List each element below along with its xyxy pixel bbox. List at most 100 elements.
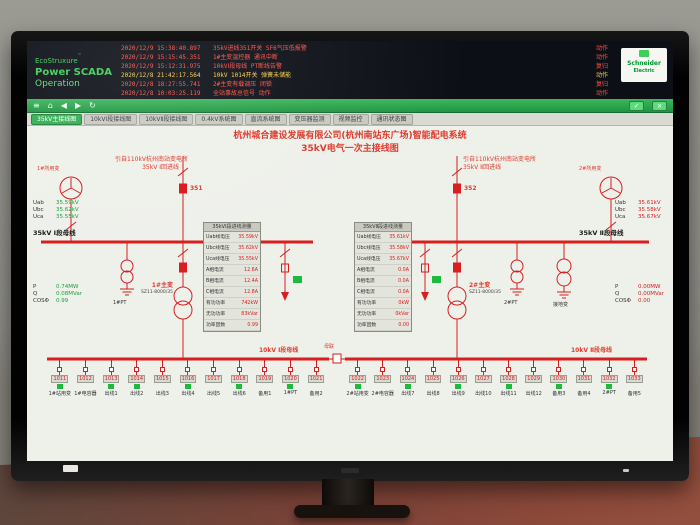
feeder-name: 出线3 <box>155 391 169 397</box>
feeder-breaker-icon[interactable] <box>405 367 411 372</box>
page-tab[interactable]: 直流系统图 <box>244 113 287 125</box>
alarm-status: 复归 <box>595 81 608 88</box>
feeder-id: 1013 <box>102 375 120 383</box>
feeder[interactable]: 1032 2#PT <box>597 359 621 397</box>
feeder[interactable]: 1016 出线4 <box>176 359 200 397</box>
feeder-breaker-icon[interactable] <box>430 367 436 372</box>
feeder-breaker-icon[interactable] <box>236 367 242 372</box>
main-transformer-left-icon[interactable] <box>173 242 193 359</box>
feeder[interactable]: 1017 出线5 <box>202 359 226 397</box>
alarm-row[interactable]: 2020/12/9 15:12:31.975 10kVⅠ段母线 PT断线告警 复… <box>121 63 613 71</box>
page-tab[interactable]: 视频监控 <box>332 113 369 125</box>
feeder-breaker-icon[interactable] <box>380 367 386 372</box>
pt-left-icon[interactable] <box>120 242 134 296</box>
feeder-id: 1015 <box>153 375 171 383</box>
feeder[interactable]: 1011 1#站用变 <box>48 359 72 397</box>
feeder-breaker-icon[interactable] <box>108 367 114 372</box>
station-transformer-left-icon[interactable] <box>59 176 83 242</box>
spare-feeder-right-icon[interactable] <box>419 242 431 301</box>
feeder-breaker-icon[interactable] <box>159 367 165 372</box>
pt-right-icon[interactable] <box>510 242 524 296</box>
feeder[interactable]: 1028 出线11 <box>497 359 521 397</box>
alarm-row[interactable]: 2020/12/8 10:03:25.119 全站事故总信号 动作 动作 <box>121 90 613 98</box>
mute-alarm-button[interactable]: × <box>652 100 667 111</box>
feeder-breaker-icon[interactable] <box>455 367 461 372</box>
feeder-breaker-icon[interactable] <box>606 367 612 372</box>
feeder[interactable]: 1033 备用5 <box>622 359 646 397</box>
bus35-left-label: 35kV Ⅰ段母线 <box>33 229 76 237</box>
breaker-tx1-icon[interactable] <box>179 262 187 273</box>
feeder[interactable]: 1015 出线3 <box>150 359 174 397</box>
feeder-breaker-icon[interactable] <box>82 367 88 372</box>
breaker-352-icon[interactable] <box>453 183 461 194</box>
alarm-row[interactable]: 2020/12/8 18:27:55.741 2#主变有载调压 闭锁 复归 <box>121 81 613 89</box>
alarm-row[interactable]: 2020/12/9 15:38:40.897 35kV进线351开关 SF6气压… <box>121 45 613 53</box>
feeder[interactable]: 1025 出线8 <box>421 359 445 397</box>
feeder-breaker-icon[interactable] <box>134 367 140 372</box>
feeder-line <box>357 372 359 375</box>
feeder-breaker-icon[interactable] <box>631 367 637 372</box>
feeder[interactable]: 1029 出线12 <box>522 359 546 397</box>
page-tab[interactable]: 10kVⅠ段接线图 <box>84 113 138 125</box>
feeder-breaker-icon[interactable] <box>355 367 361 372</box>
feeder-breaker-icon[interactable] <box>581 367 587 372</box>
feeder-breaker-icon[interactable] <box>185 367 191 372</box>
menu-icon[interactable]: ≡ <box>33 101 40 110</box>
feeder-line <box>110 359 112 367</box>
page-tab[interactable]: 变压器监测 <box>288 113 331 125</box>
feeder[interactable]: 1021 备用2 <box>304 359 328 397</box>
main-transformer-right-icon[interactable] <box>447 242 467 359</box>
page-tab[interactable]: 10kVⅡ段接线图 <box>139 113 194 125</box>
feeder[interactable]: 1024 出线7 <box>396 359 420 397</box>
feeder[interactable]: 1031 备用4 <box>572 359 596 397</box>
alarm-status: 动作 <box>595 72 608 79</box>
feeder-line <box>407 359 409 367</box>
feeder-line <box>633 372 635 375</box>
feeder-breaker-icon[interactable] <box>480 367 486 372</box>
feeder-breaker-icon[interactable] <box>313 367 319 372</box>
page-tab[interactable]: 通讯状态图 <box>370 113 413 125</box>
feeder-id: 1025 <box>424 375 442 383</box>
ack-alarm-button[interactable]: ✓ <box>629 100 644 111</box>
alarm-status: 动作 <box>595 54 608 61</box>
breaker-351-icon[interactable] <box>179 183 187 194</box>
feeder[interactable]: 1019 备用1 <box>253 359 277 397</box>
feeder[interactable]: 1027 出线10 <box>471 359 495 397</box>
back-icon[interactable]: ◀ <box>60 101 67 110</box>
feeder[interactable]: 1018 出线6 <box>227 359 251 397</box>
incoming-line-right <box>451 156 463 242</box>
forward-icon[interactable]: ▶ <box>74 101 82 110</box>
feeder-name: 备用3 <box>552 391 566 397</box>
feeder-line <box>136 372 138 375</box>
feeder[interactable]: 1013 出线1 <box>99 359 123 397</box>
feeder-breaker-icon[interactable] <box>556 367 562 372</box>
breaker-tx2-icon[interactable] <box>453 262 461 273</box>
feeder-breaker-icon[interactable] <box>287 367 293 372</box>
feeder[interactable]: 1014 出线2 <box>125 359 149 397</box>
feeder-name: 备用2 <box>309 391 323 397</box>
feeder-indicator <box>581 384 587 389</box>
feeder[interactable]: 1030 备用3 <box>547 359 571 397</box>
refresh-icon[interactable]: ↻ <box>89 101 96 110</box>
feeder[interactable]: 1026 出线9 <box>446 359 470 397</box>
feeder-breaker-icon[interactable] <box>506 367 512 372</box>
page-tab[interactable]: 35kV主接线图 <box>31 113 83 125</box>
feeder-breaker-icon[interactable] <box>211 367 217 372</box>
feeder[interactable]: 1022 2#站用变 <box>346 359 370 397</box>
alarm-row[interactable]: 2020/12/8 21:42:17.564 10kV 1014开关 弹簧未储能… <box>121 72 613 80</box>
station-transformer-right-icon[interactable] <box>599 176 623 242</box>
home-icon[interactable]: ⌂ <box>47 101 53 110</box>
feeder[interactable]: 1012 1#电容器 <box>73 359 97 397</box>
feeder-id: 1030 <box>550 375 568 383</box>
spare-feeder-left-icon[interactable] <box>279 242 291 301</box>
grounding-transformer-icon[interactable] <box>556 242 572 299</box>
page-tab[interactable]: 0.4kV系统图 <box>195 113 243 125</box>
feeder[interactable]: 1023 2#电容器 <box>371 359 395 397</box>
bus-tie-breaker-icon[interactable] <box>332 353 342 364</box>
feeder-breaker-icon[interactable] <box>531 367 537 372</box>
feeder-breaker-icon[interactable] <box>57 367 63 372</box>
feeder[interactable]: 1020 1#PT <box>278 359 302 397</box>
alarm-row[interactable]: 2020/12/9 15:15:45.351 1#主变温控器 通讯中断 动作 <box>121 54 613 62</box>
feeder-breaker-icon[interactable] <box>262 367 268 372</box>
